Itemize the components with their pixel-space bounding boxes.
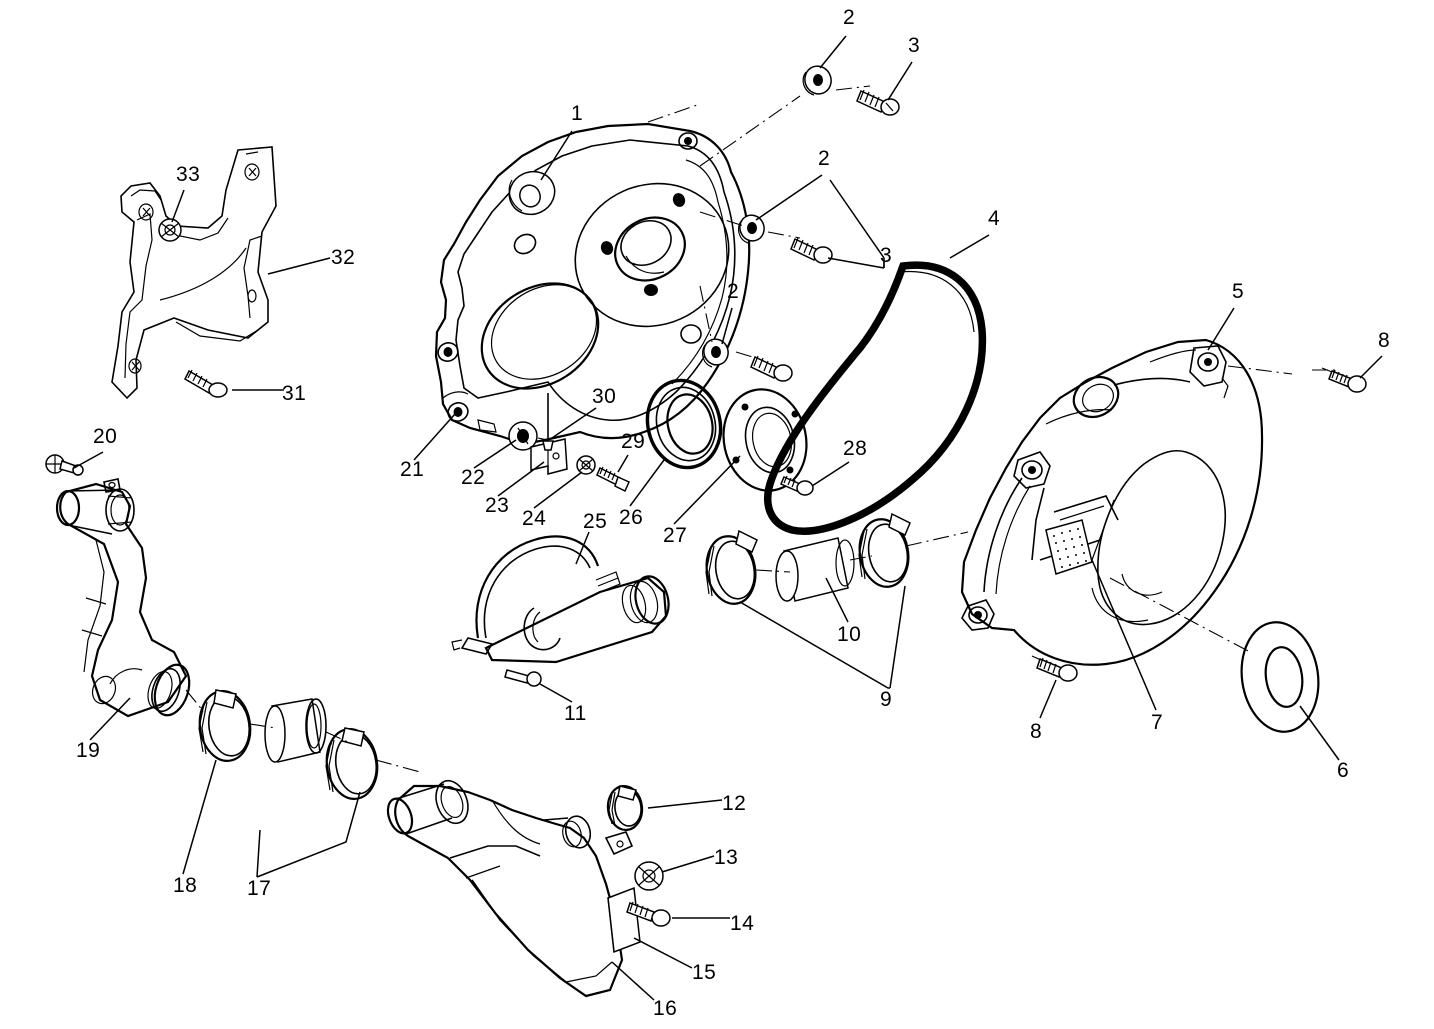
callout-1: 1	[571, 102, 584, 125]
callout-23: 23	[485, 494, 510, 517]
callout-25: 25	[583, 510, 608, 533]
part-hex-bolt-3c	[750, 355, 793, 382]
callout-14: 14	[730, 912, 755, 935]
part-rivet-pin-30	[542, 393, 554, 451]
callout-16: 16	[653, 997, 678, 1020]
part-lock-nut-33	[158, 218, 182, 242]
part-bracket-bolt-31	[184, 369, 228, 398]
callout-9: 9	[880, 688, 893, 711]
part-lock-nut-24	[576, 455, 596, 475]
callout-31: 31	[282, 382, 307, 405]
callout-32: 32	[331, 246, 356, 269]
part-cover-screw-8b	[1031, 655, 1078, 682]
callout-8a: 8	[1378, 329, 1391, 352]
alignment-axes	[185, 85, 1336, 773]
callout-2c: 2	[727, 280, 740, 303]
part-duct-screw-14	[626, 901, 671, 927]
callout-11: 11	[564, 702, 587, 725]
callout-6: 6	[1337, 759, 1350, 782]
part-flat-washer-2c	[702, 338, 729, 368]
callout-27: 27	[663, 524, 688, 547]
callout-4: 4	[988, 207, 1001, 230]
callout-33: 33	[176, 163, 201, 186]
callout-28: 28	[843, 437, 868, 460]
part-hose-clamp-18a	[198, 689, 252, 762]
callout-12: 12	[722, 792, 747, 815]
part-rubber-hose-10	[775, 537, 855, 602]
part-duct-seal-pad-15	[607, 886, 641, 954]
part-flat-washer-2b	[738, 214, 765, 244]
part-inlet-air-duct-19	[55, 478, 191, 718]
part-scoop-screw-11	[504, 669, 542, 687]
part-seal-washer-1	[508, 170, 556, 216]
part-hex-bolt-3a	[856, 89, 900, 116]
callout-29: 29	[621, 430, 646, 453]
part-drive-belt-4	[764, 261, 987, 535]
callout-15: 15	[692, 961, 717, 984]
callout-19: 19	[76, 739, 101, 762]
leader-lines	[73, 35, 1383, 1001]
part-hose-clamp-18b	[325, 727, 379, 800]
part-flange-screw-28	[780, 475, 814, 496]
callout-3b: 3	[880, 244, 893, 267]
part-flange-plate-27	[722, 388, 808, 492]
callout-13: 13	[714, 846, 739, 869]
part-hex-bolt-3b	[790, 237, 833, 264]
part-hose-clamp-12	[606, 784, 644, 832]
callout-5: 5	[1232, 280, 1245, 303]
part-hose-coupler-17	[264, 698, 327, 763]
callout-3a: 3	[908, 34, 921, 57]
callout-17: 17	[247, 877, 272, 900]
part-outer-clutch-cover	[960, 338, 1264, 666]
callout-8b: 8	[1030, 720, 1043, 743]
part-rubber-grommet-6	[1240, 621, 1320, 733]
callout-18: 18	[173, 874, 198, 897]
callout-21: 21	[400, 458, 425, 481]
callout-24: 24	[522, 507, 547, 530]
part-spacer-bushing-22	[508, 421, 538, 451]
callout-22: 22	[461, 466, 486, 489]
part-hose-clamp-9b	[858, 512, 911, 588]
part-outlet-air-duct-16	[386, 779, 634, 998]
part-duct-screw-20	[45, 454, 84, 476]
callout-26: 26	[619, 506, 644, 529]
part-hose-clamp-9a	[705, 529, 758, 605]
callout-20: 20	[93, 425, 118, 448]
part-bracket-screw-29	[596, 466, 630, 493]
callout-2a: 2	[843, 6, 856, 29]
callout-7: 7	[1151, 711, 1164, 734]
callout-10: 10	[837, 623, 862, 646]
part-warning-decal-7	[1045, 519, 1093, 575]
part-air-intake-scoop-25	[451, 535, 670, 664]
callout-30: 30	[592, 385, 617, 408]
part-cover-screw-8a	[1321, 367, 1367, 393]
part-flat-washer-13	[634, 861, 664, 891]
part-seal-ring-26	[645, 378, 723, 470]
part-support-bracket	[111, 146, 277, 400]
part-inner-clutch-cover	[434, 122, 751, 447]
part-flat-washer-2a	[802, 65, 832, 96]
callout-2b: 2	[818, 147, 831, 170]
